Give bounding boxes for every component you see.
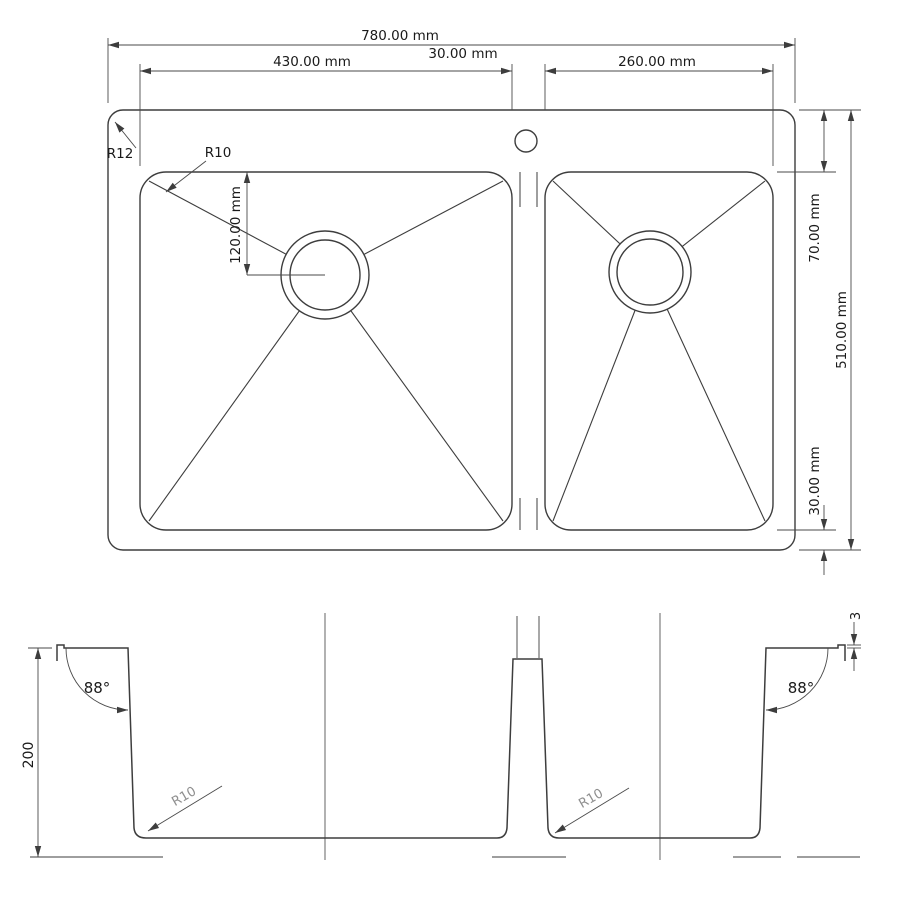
section-dimensions (28, 622, 861, 857)
leader-outer-radius (114, 121, 137, 149)
divider-projection-lines (516, 616, 540, 658)
leader-left-bottom-radius (147, 785, 223, 832)
dim-right-bowl-width-label: 260.00 mm (618, 54, 696, 70)
bowl-radius-label: R10 (205, 145, 232, 161)
section-view (30, 613, 860, 860)
leader-right-bottom-radius (554, 787, 630, 834)
dim-bottom-offset-label: 30.00 mm (807, 446, 823, 515)
dim-divider-width-label: 30.00 mm (428, 46, 497, 62)
sink-outer-body (107, 109, 796, 551)
dim-overall-depth-label: 510.00 mm (834, 291, 850, 369)
lip-height-label: 3 (849, 612, 864, 620)
dim-overall-width-label: 780.00 mm (361, 28, 439, 44)
right-drain-inner (616, 238, 684, 306)
depth-label: 200 (21, 742, 37, 769)
top-view (107, 109, 796, 551)
outer-radius-label: R12 (107, 146, 134, 162)
divider-ledge-lines (519, 172, 538, 530)
dim-drain-offset-label: 120.00 mm (228, 186, 244, 264)
left-bowl (139, 171, 513, 531)
left-wall-angle-label: 88° (84, 679, 111, 697)
right-drain-outer (608, 230, 692, 314)
right-bowl (544, 171, 774, 531)
right-wall-angle-label: 88° (788, 679, 815, 697)
right-bottom-radius-label: R10 (576, 786, 606, 812)
dim-top-offset-label: 70.00 mm (807, 193, 823, 262)
leader-bowl-radius (165, 160, 207, 193)
top-view-dimensions (107, 38, 861, 575)
faucet-hole (514, 129, 538, 153)
angle-arc-left (65, 647, 129, 714)
section-profile (56, 644, 846, 839)
dim-left-bowl-width-label: 430.00 mm (273, 54, 351, 70)
angle-arc-right (765, 647, 829, 714)
left-bottom-radius-label: R10 (169, 784, 199, 810)
